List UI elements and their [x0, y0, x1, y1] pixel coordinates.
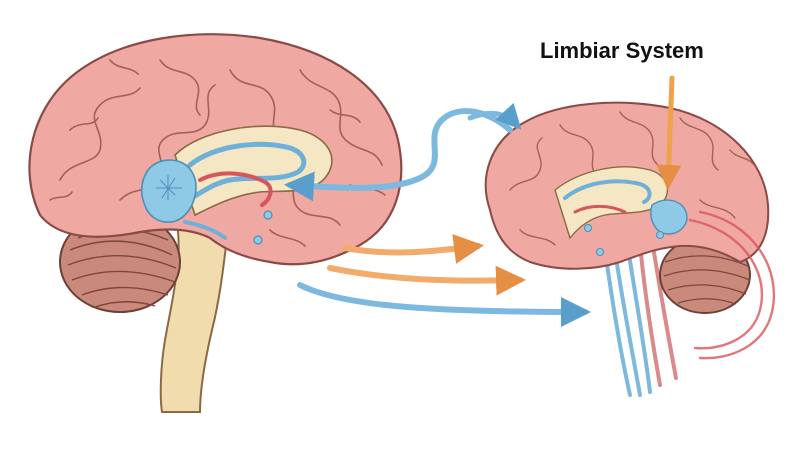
arrow-into-small-brain [467, 102, 522, 130]
arrow-orange-lower [327, 265, 526, 296]
small-tracts [603, 246, 652, 397]
small-brain-illustration [484, 101, 776, 397]
large-brain-illustration [28, 33, 403, 413]
small-limbic-structures [554, 166, 688, 256]
arrow-blue-long [297, 282, 591, 327]
flow-arrows [284, 75, 682, 327]
arrow-small-to-large [284, 108, 513, 202]
diagram-title: Limbiar System [540, 38, 704, 63]
arrow-orange-upper [342, 234, 484, 264]
small-sulci [509, 111, 757, 246]
large-limbic-structures [140, 125, 333, 245]
label-pointer-arrow [656, 75, 682, 190]
